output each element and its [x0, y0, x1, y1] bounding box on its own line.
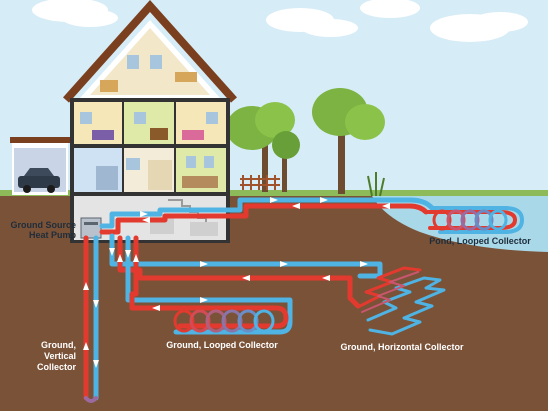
looped-return-pipe — [129, 235, 289, 329]
horizontal-return-pipe — [117, 235, 361, 309]
trees — [226, 88, 385, 197]
vertical-collector-label-line3: Collector — [37, 362, 77, 372]
vertical-collector-label-line2: Vertical — [44, 351, 76, 361]
labels: Ground Source Heat Pump Pond, Looped Col… — [10, 220, 531, 372]
garage — [10, 137, 70, 195]
pond-return-pipe — [99, 203, 429, 235]
flow-arrows — [83, 197, 390, 368]
ground-loops — [173, 309, 275, 333]
grass — [0, 190, 548, 198]
looped-supply-pipe — [125, 235, 293, 335]
horizontal-collector-label: Ground, Horizontal Collector — [341, 342, 464, 352]
heat-pump-unit — [80, 217, 102, 239]
heat-pump-label-line2: Heat Pump — [29, 230, 77, 240]
pipe-network — [83, 197, 524, 403]
pond-coil — [424, 210, 517, 230]
heat-pump-label-line1: Ground Source — [10, 220, 76, 230]
vertical-collector-label-line1: Ground, — [41, 340, 76, 350]
pond-supply-pipe — [99, 197, 435, 229]
clouds — [32, 0, 528, 42]
pond-collector-label: Pond, Looped Collector — [429, 236, 531, 246]
pond-loops — [432, 209, 508, 231]
looped-collector-label: Ground, Looped Collector — [166, 340, 278, 350]
